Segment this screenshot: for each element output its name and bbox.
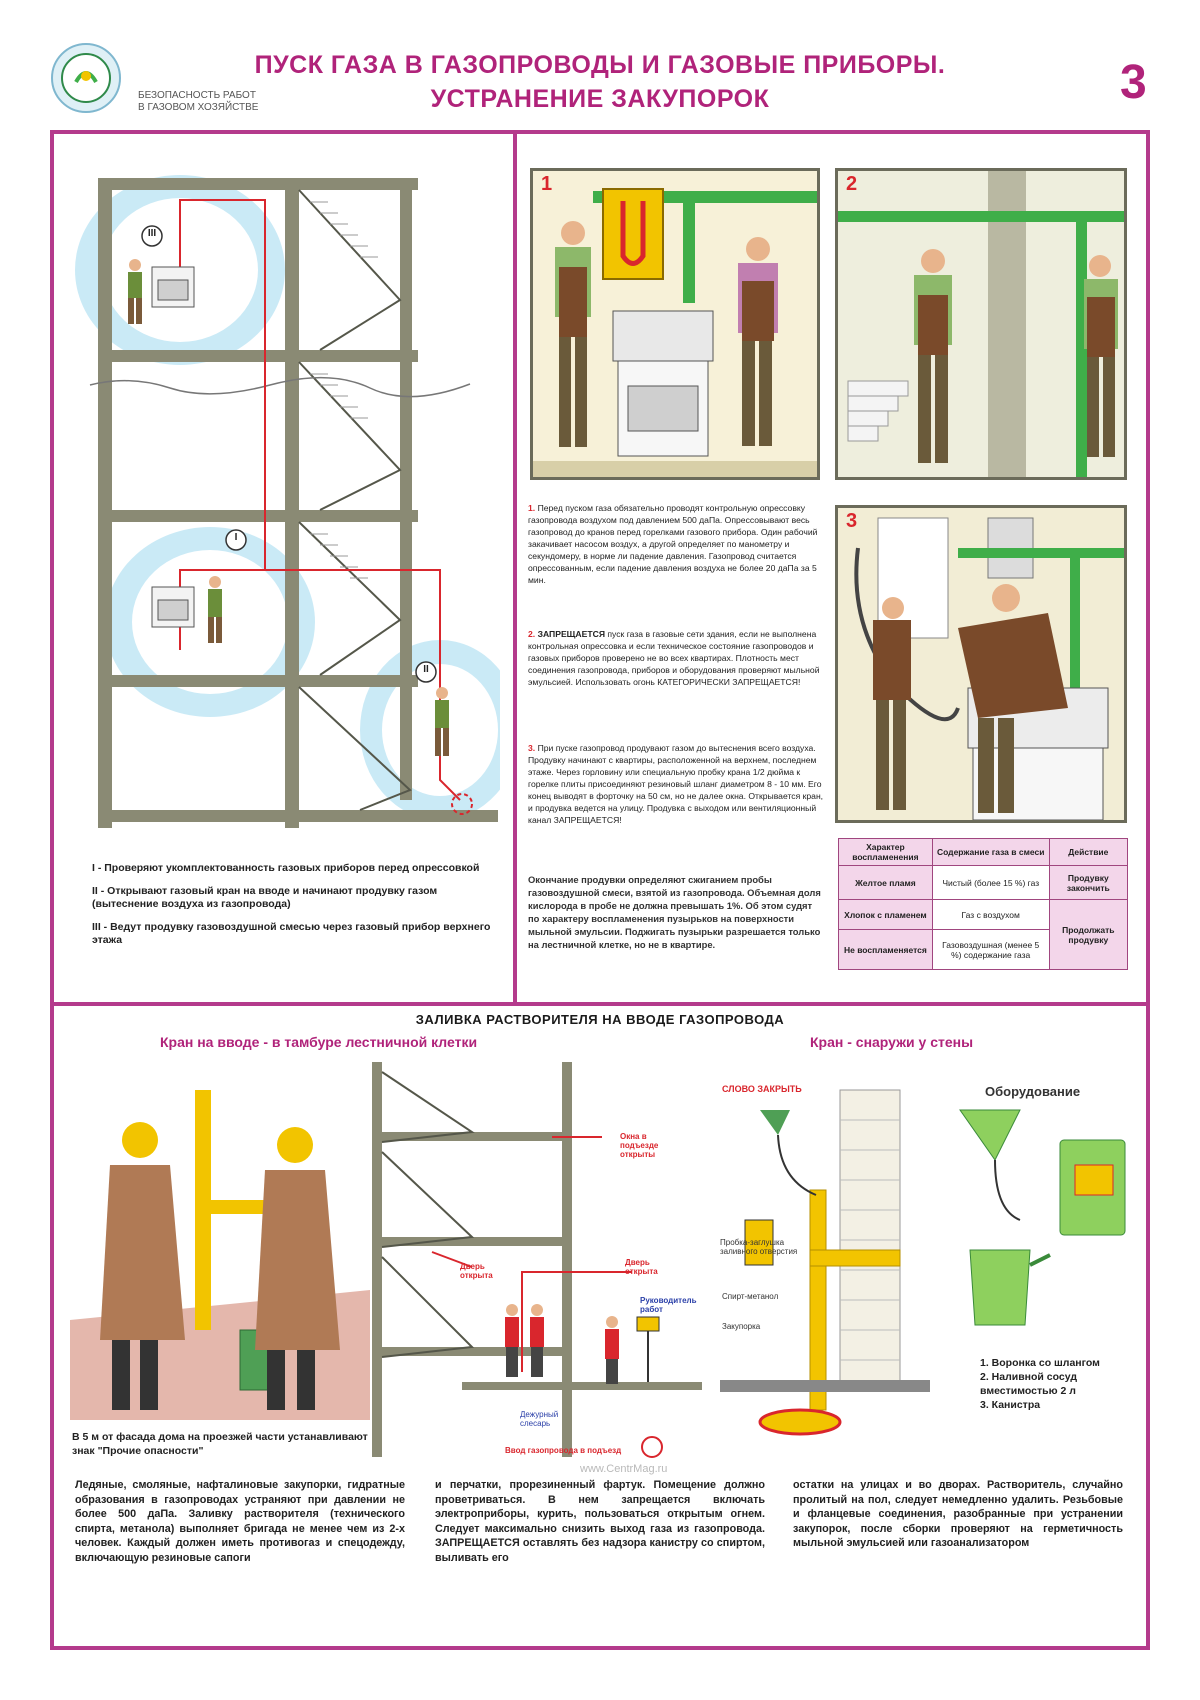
marker-i: I [234,532,238,543]
table-header-cell: Характер воспламенения [838,838,933,866]
workers-illustration [70,1070,370,1420]
step-2-text: 2. ЗАПРЕЩАЕТСЯ пуск газа в газовые сети … [528,629,820,687]
step-1-text: 1. Перед пуском газа обязательно проводя… [528,503,818,585]
table-cell: Продувку закончить [1048,865,1129,900]
sign-note: В 5 м от фасада дома на проезжей части у… [72,1431,368,1457]
ignition-table: Характер воспламенения Содержание газа в… [838,838,1129,970]
equipment-illustration [950,1100,1130,1340]
watermark: www.CentrMag.ru [580,1463,668,1475]
table-cell: Желтое пламя [838,865,933,900]
logo [50,42,122,114]
caption-iii: III - Ведут продувку газовоздушной смесь… [92,921,491,946]
step-4-text: Окончание продувки определяют сжиганием … [528,874,821,950]
section-title: ЗАЛИВКА РАСТВОРИТЕЛЯ НА ВВОДЕ ГАЗОПРОВОД… [415,1012,785,1027]
label-windows-open: Окна в подъезде открыты [620,1132,659,1159]
outer-frame [50,130,1150,1650]
label-supervisor: Руководитель работ [640,1296,697,1314]
table-cell: Газ с воздухом [931,899,1050,930]
sheet-number: 3 [1120,56,1147,109]
frame-divider-horizontal [54,1002,1146,1006]
building-caption-list: I - Проверяют укомплектованность газовых… [92,862,492,947]
table-header-row: Характер воспламенения Содержание газа в… [838,838,1129,866]
equipment-title: Оборудование [985,1084,1081,1099]
equipment-item: 1. Воронка со шлангом [980,1357,1100,1369]
paragraph-3: остатки на улицах и во дворах. Растворит… [793,1479,1123,1549]
panel-number: 3 [846,510,858,532]
illustration-panel-2: 2 [835,168,1127,480]
label-door-open-left: Дверь открыта [460,1262,493,1280]
table-cell: Продолжать продувку [1048,899,1129,970]
equipment-item: 2. Наливной сосуд вместимостью 2 л [980,1371,1078,1397]
org-name: БЕЗОПАСНОСТЬ РАБОТ В ГАЗОВОМ ХОЗЯЙСТВЕ [138,90,259,113]
table-cell: Газовоздушная (менее 5 %) содержание газ… [931,929,1050,970]
equipment-list: 1. Воронка со шлангом 2. Наливной сосуд … [980,1356,1140,1412]
caption-i: I - Проверяют укомплектованность газовых… [92,862,480,874]
equipment-item: 3. Канистра [980,1399,1041,1411]
page-title: ПУСК ГАЗА В ГАЗОПРОВОДЫ И ГАЗОВЫЕ ПРИБОР… [254,51,946,113]
marker-iii: III [147,228,157,239]
label-gas-entry: Ввод газопровода в подъезд [505,1446,622,1455]
table-header-cell: Содержание газа в смеси [931,838,1050,866]
illustration-panel-1: 1 [530,168,820,480]
panel-number: 1 [541,173,553,195]
stairwell-diagram [372,1052,702,1462]
table-row: Хлопок с пламенем Газ с воздухом Продолж… [838,899,1129,970]
frame-divider-vertical [513,134,517,1004]
table-row: Желтое пламя Чистый (более 15 %) газ Про… [838,865,1129,900]
illustration-panel-3: 3 [835,505,1127,823]
label-spirit: Спирт-метанол [722,1292,779,1301]
caption-ii: II - Открывают газовый кран на вводе и н… [92,885,438,910]
building-diagram [70,150,520,830]
subtitle-right: Кран - снаружи у стены [810,1034,974,1050]
paragraph-1: Ледяные, смоляные, нафталиновые закупорк… [75,1479,405,1564]
label-duty-locksmith: Дежурный слесарь [520,1410,559,1428]
table-cell: Чистый (более 15 %) газ [931,865,1050,900]
table-row: Не воспламеняется Газовоздушная (менее 5… [838,929,1128,970]
label-door-open-right: Дверь открыта [625,1258,658,1276]
panel-number: 2 [846,173,858,195]
table-header-cell: Действие [1048,838,1129,866]
subtitle-left: Кран на вводе - в тамбуре лестничной кле… [160,1034,478,1050]
label-plug: Пробка-заглушка заливного отверстия [720,1238,798,1256]
label-blockage: Закупорка [722,1322,761,1331]
outside-wall-diagram [720,1080,930,1440]
marker-ii: II [423,664,429,675]
label-slowly-close: СЛОВО ЗАКРЫТЬ [722,1084,802,1094]
paragraph-2: и перчатки, прорезиненный фартук. Помеще… [435,1479,765,1564]
step-3-text: 3. При пуске газопровод продувают газом … [528,743,824,825]
table-cell: Не воспламеняется [838,929,933,970]
table-cell: Хлопок с пламенем [838,899,933,930]
